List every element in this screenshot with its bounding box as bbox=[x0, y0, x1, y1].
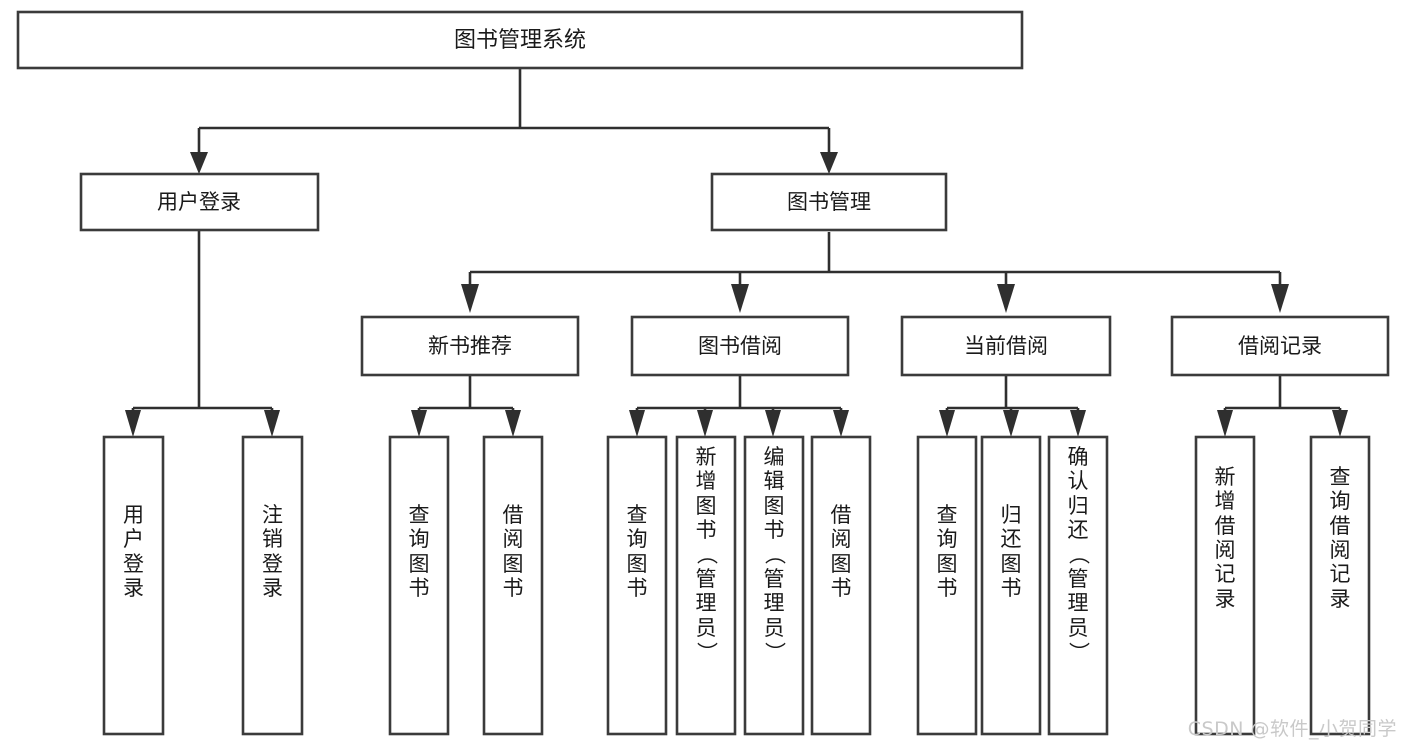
node-new-book-recommend-box[interactable] bbox=[360, 315, 580, 377]
leaf-box-bb-query-book[interactable] bbox=[606, 435, 668, 736]
node-layer: 图书管理系统 用户登录 图书管理 新书推荐 图书借阅 当前 bbox=[16, 10, 1390, 736]
leaf-box-cb-query-book[interactable] bbox=[916, 435, 978, 736]
node-user-login[interactable]: 用户登录 bbox=[79, 172, 320, 232]
arrowhead-br-query-record bbox=[1332, 410, 1348, 437]
arrowhead-leaf-logout bbox=[264, 410, 280, 437]
leaf-box-nb-borrow-book[interactable] bbox=[482, 435, 544, 736]
node-new-book-recommend-label: 新书推荐 bbox=[428, 334, 512, 358]
leaf-box-bb-add-book[interactable] bbox=[675, 435, 737, 736]
arrowhead-br-add-record bbox=[1217, 410, 1233, 437]
connector-layer bbox=[125, 68, 1348, 437]
arrowhead-bb-add-book bbox=[697, 410, 713, 437]
node-root-box[interactable] bbox=[16, 10, 1024, 70]
arrowhead-current-borrow bbox=[997, 284, 1015, 313]
node-book-manage-box[interactable] bbox=[710, 172, 948, 232]
arrowhead-nb-query-book bbox=[411, 410, 427, 437]
node-user-login-box[interactable] bbox=[79, 172, 320, 232]
leaf-box-cb-return-book[interactable] bbox=[980, 435, 1042, 736]
arrowhead-user-login bbox=[190, 152, 208, 174]
arrowhead-cb-return-book bbox=[1003, 410, 1019, 437]
arrowhead-bb-borrow-book bbox=[833, 410, 849, 437]
node-book-borrow-label: 图书借阅 bbox=[698, 334, 782, 358]
watermark: CSDN @软件_小贺同学 bbox=[1187, 718, 1397, 740]
arrowhead-book-manage bbox=[820, 152, 838, 174]
arrowhead-book-borrow bbox=[731, 284, 749, 313]
node-book-borrow[interactable]: 图书借阅 bbox=[630, 315, 850, 377]
leaf-box-br-add-record[interactable] bbox=[1194, 435, 1256, 736]
node-new-book-recommend[interactable]: 新书推荐 bbox=[360, 315, 580, 377]
arrowhead-bb-query-book bbox=[629, 410, 645, 437]
node-book-manage-label: 图书管理 bbox=[787, 190, 871, 214]
node-user-login-label: 用户登录 bbox=[157, 190, 241, 214]
node-book-manage[interactable]: 图书管理 bbox=[710, 172, 948, 232]
node-current-borrow-label: 当前借阅 bbox=[964, 334, 1048, 358]
arrowhead-nb-borrow-book bbox=[505, 410, 521, 437]
node-root-label: 图书管理系统 bbox=[454, 28, 586, 53]
node-current-borrow-box[interactable] bbox=[900, 315, 1112, 377]
leaf-box-nb-query-book[interactable] bbox=[388, 435, 450, 736]
arrowhead-leaf-user-login bbox=[125, 410, 141, 437]
arrowhead-bb-edit-book bbox=[765, 410, 781, 437]
node-borrow-record-label: 借阅记录 bbox=[1238, 334, 1322, 358]
node-borrow-record-box[interactable] bbox=[1170, 315, 1390, 377]
arrowhead-borrow-record bbox=[1271, 284, 1289, 313]
leaf-box-logout[interactable] bbox=[241, 435, 304, 736]
arrowhead-cb-confirm-return bbox=[1070, 410, 1086, 437]
node-book-borrow-box[interactable] bbox=[630, 315, 850, 377]
arrowhead-new-book bbox=[461, 284, 479, 313]
arrowhead-cb-query-book bbox=[939, 410, 955, 437]
node-current-borrow[interactable]: 当前借阅 bbox=[900, 315, 1112, 377]
leaf-box-user-login[interactable] bbox=[102, 435, 165, 736]
leaf-box-bb-edit-book[interactable] bbox=[743, 435, 805, 736]
node-borrow-record[interactable]: 借阅记录 bbox=[1170, 315, 1390, 377]
node-root[interactable]: 图书管理系统 bbox=[16, 10, 1024, 70]
leaf-box-bb-borrow-book[interactable] bbox=[810, 435, 872, 736]
leaf-box-br-query-record[interactable] bbox=[1309, 435, 1371, 736]
leaf-box-cb-confirm-return[interactable] bbox=[1047, 435, 1109, 736]
